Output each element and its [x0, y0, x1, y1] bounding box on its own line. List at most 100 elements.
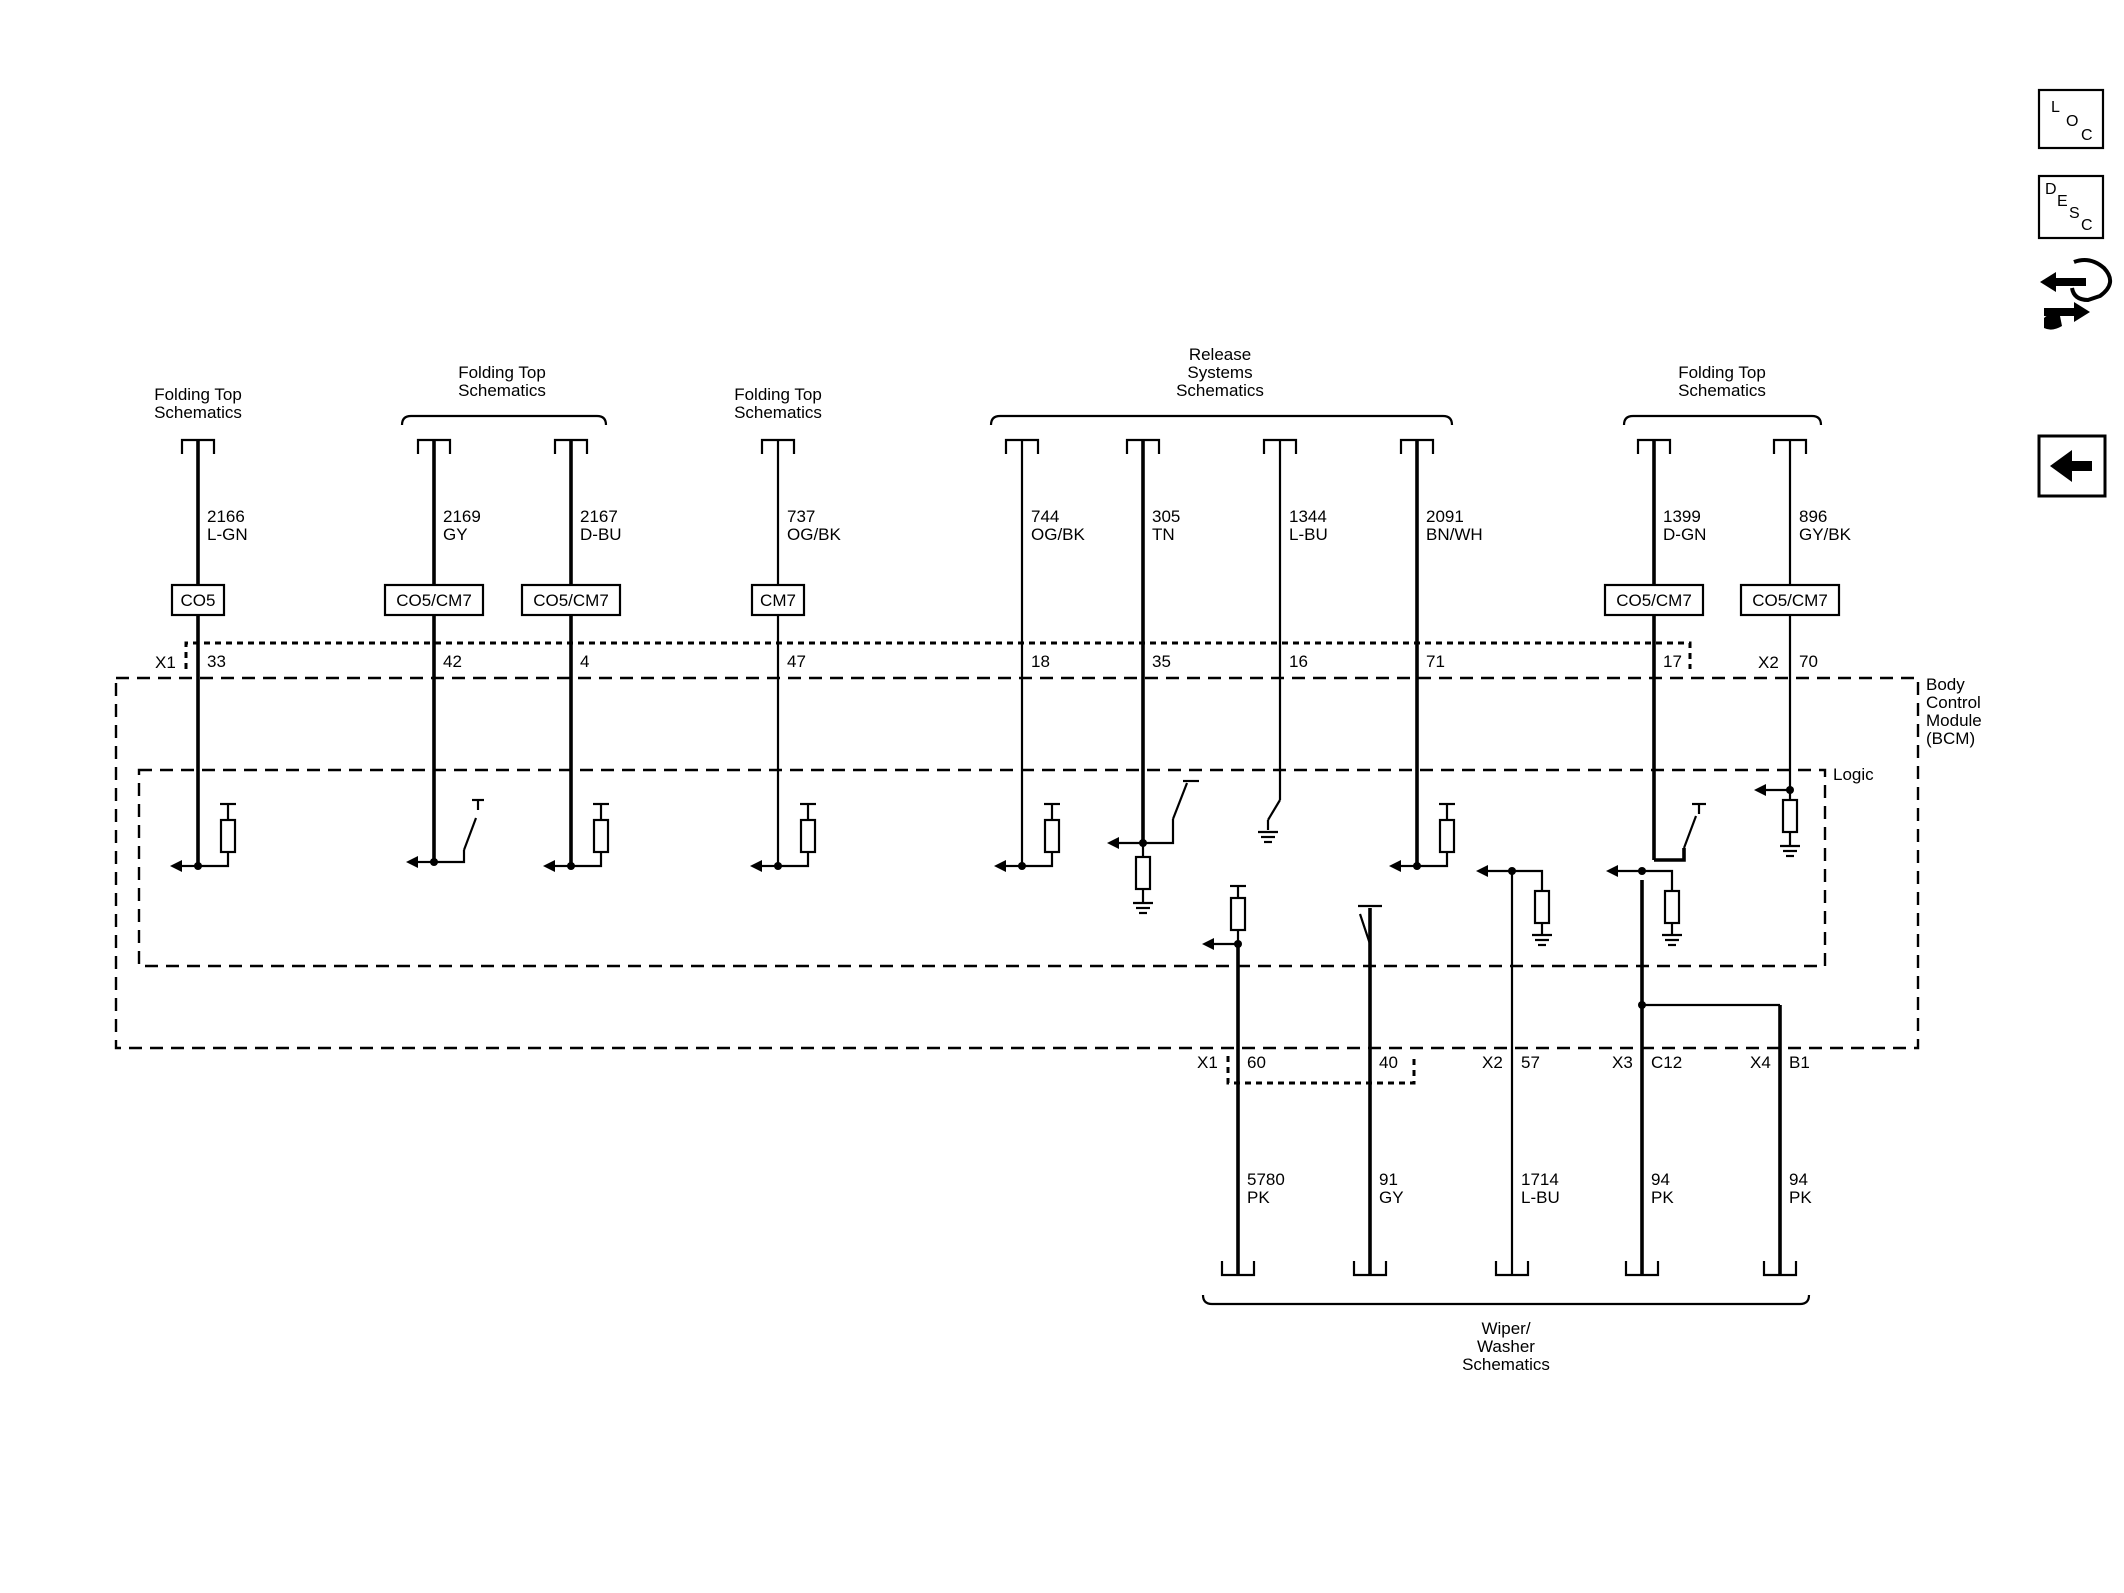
input-circuit: [994, 802, 1061, 872]
ground-symbol: [1133, 901, 1153, 915]
top-wire-circuit: 2169: [443, 507, 481, 526]
option-box: [750, 583, 806, 617]
bottom-wire-circuit: 94: [1789, 1170, 1808, 1189]
group-brackets-top: [400, 414, 1823, 426]
connector-swap-icon[interactable]: [2040, 258, 2112, 330]
top-wire-pin: 35: [1152, 652, 1171, 671]
pull-up-resistor: [1043, 818, 1061, 854]
option-label: CO5/CM7: [533, 591, 609, 610]
input-arrow: [1606, 865, 1618, 877]
input-circuit-70: [1754, 784, 1800, 858]
input-arrow: [1202, 938, 1214, 950]
option-label: CO5/CM7: [1616, 591, 1692, 610]
x1-top-connector-frame: [184, 641, 1692, 669]
option-label: CO5/CM7: [1752, 591, 1828, 610]
option-box: [383, 583, 485, 617]
connector-x2-top: X2: [1758, 653, 1779, 672]
top-wire-circuit: 305: [1152, 507, 1180, 526]
x1-bottom-connector-frame: [1226, 1056, 1416, 1085]
connector-x3-bottom: X3: [1612, 1053, 1633, 1072]
top-wire-circuit: 737: [787, 507, 815, 526]
input-circuit-35: [1107, 779, 1199, 915]
top-wire-circuit: 896: [1799, 507, 1827, 526]
pull-up-resistor: [1438, 818, 1456, 854]
top-wire-color: OG/BK: [1031, 525, 1086, 544]
input-arrow: [1389, 860, 1401, 872]
top-wire-color: TN: [1152, 525, 1175, 544]
top-wire-circuit: 744: [1031, 507, 1059, 526]
option-label: CM7: [760, 591, 796, 610]
bottom-wire-pin: B1: [1789, 1053, 1810, 1072]
pull-up-resistor: [219, 818, 237, 854]
top-wire-pin: 4: [580, 652, 589, 671]
input-circuit-57: [1476, 865, 1552, 947]
option-box: [1739, 583, 1841, 617]
top-wire-color: OG/BK: [787, 525, 842, 544]
ground-symbol: [1258, 830, 1278, 844]
top-wire-pin: 70: [1799, 652, 1818, 671]
option-label: CO5: [181, 591, 216, 610]
bottom-wire-terminal: [1762, 1261, 1798, 1277]
bottom-wire-color: PK: [1247, 1188, 1270, 1207]
bottom-wire-pin: C12: [1651, 1053, 1682, 1072]
internal-logic-symbols: [170, 779, 1800, 1009]
bottom-wire-pin: 57: [1521, 1053, 1540, 1072]
bottom-wire-color: PK: [1789, 1188, 1812, 1207]
loc-letter-2: O: [2066, 113, 2078, 130]
desc-button[interactable]: D E S C: [2037, 174, 2105, 240]
top-wire-color: L-GN: [207, 525, 248, 544]
top-wire-circuit: 1344: [1289, 507, 1327, 526]
input-arrow: [1107, 837, 1119, 849]
bottom-wire-circuit: 94: [1651, 1170, 1670, 1189]
back-arrow-icon[interactable]: [2037, 434, 2107, 498]
top-wire-color: D-GN: [1663, 525, 1706, 544]
top-wire-color: GY: [443, 525, 468, 544]
bottom-wire-circuit: 91: [1379, 1170, 1398, 1189]
input-arrow: [1754, 784, 1766, 796]
input-circuit-17: [1654, 802, 1706, 862]
connector-x1-top: X1: [155, 653, 176, 672]
output-circuit-60: [1202, 884, 1247, 950]
loc-button[interactable]: L O C: [2037, 88, 2105, 150]
loc-letter-1: L: [2051, 99, 2060, 116]
input-arrow: [543, 860, 555, 872]
input-arrow: [406, 856, 418, 868]
input-arrow: [170, 860, 182, 872]
bottom-group-bracket: [1201, 1294, 1811, 1306]
input-circuit: [170, 802, 237, 872]
top-wires: 2166L-GNCO5332169GYCO5/CM7422167D-BUCO5/…: [170, 438, 1852, 866]
bottom-wire-circuit: 5780: [1247, 1170, 1285, 1189]
pull-down-resistor: [1533, 889, 1551, 925]
top-wire-pin: 47: [787, 652, 806, 671]
pull-up-resistor: [799, 818, 817, 854]
logic-boundary: [137, 768, 1827, 968]
bottom-wire-terminal: [1220, 1261, 1256, 1277]
top-wire-color: D-BU: [580, 525, 622, 544]
top-wire-pin: 18: [1031, 652, 1050, 671]
input-circuit: [1389, 802, 1456, 872]
input-arrow: [1476, 865, 1488, 877]
top-wire-color: BN/WH: [1426, 525, 1483, 544]
